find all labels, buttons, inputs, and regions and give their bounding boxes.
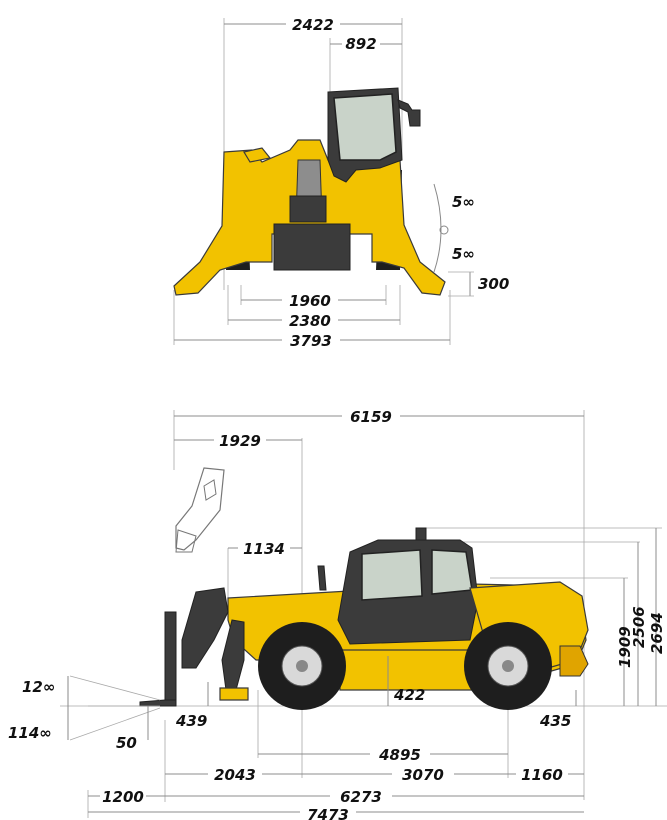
dim-height-1909: 1909 bbox=[616, 626, 634, 668]
dim-rear-overhang-height: 435 bbox=[539, 712, 571, 730]
dim-fork-reach: 1929 bbox=[219, 432, 261, 450]
dim-overall-length: 7473 bbox=[307, 806, 349, 820]
dim-fork-thickness: 50 bbox=[116, 734, 137, 752]
dim-height-2506: 2506 bbox=[630, 606, 648, 648]
dim-axle-to-mid: 3070 bbox=[402, 766, 444, 784]
dim-tilt-upper: 5∞ bbox=[452, 193, 475, 211]
dim-front-to-axle: 2043 bbox=[214, 766, 256, 784]
side-view: 6159 1929 1134 1909 2506 2694 422 435 48… bbox=[8, 408, 667, 820]
side-machine-body bbox=[139, 527, 589, 710]
dim-overall-width-top: 2422 bbox=[292, 16, 334, 34]
dim-fork-angle-down: 114∞ bbox=[8, 724, 52, 742]
dim-wheelbase: 4895 bbox=[378, 746, 421, 764]
dim-track-inner: 1960 bbox=[289, 292, 331, 310]
dim-carriage-offset: 1134 bbox=[243, 540, 285, 558]
dim-fork-length: 1200 bbox=[102, 788, 144, 806]
dim-ground-clearance-side: 422 bbox=[393, 686, 425, 704]
dim-tilt-lower: 5∞ bbox=[452, 245, 475, 263]
dim-height-2694: 2694 bbox=[648, 612, 666, 654]
dim-rear-section: 1160 bbox=[521, 766, 563, 784]
dim-cab-width: 892 bbox=[345, 35, 376, 53]
front-view: 2422 892 5∞ 5∞ 300 1960 2380 3793 bbox=[173, 16, 509, 350]
dim-ground-clearance-front: 300 bbox=[478, 275, 509, 293]
dim-stabilizer-span: 3793 bbox=[290, 332, 332, 350]
dim-overall-length-top: 6159 bbox=[350, 408, 392, 426]
raised-fork-attachment bbox=[175, 467, 225, 553]
dim-fork-angle-up: 12∞ bbox=[22, 678, 55, 696]
dim-track-outer: 2380 bbox=[289, 312, 331, 330]
front-machine-body bbox=[173, 87, 449, 296]
dim-fork-height: 439 bbox=[175, 712, 207, 730]
dim-body-length: 6273 bbox=[340, 788, 382, 806]
